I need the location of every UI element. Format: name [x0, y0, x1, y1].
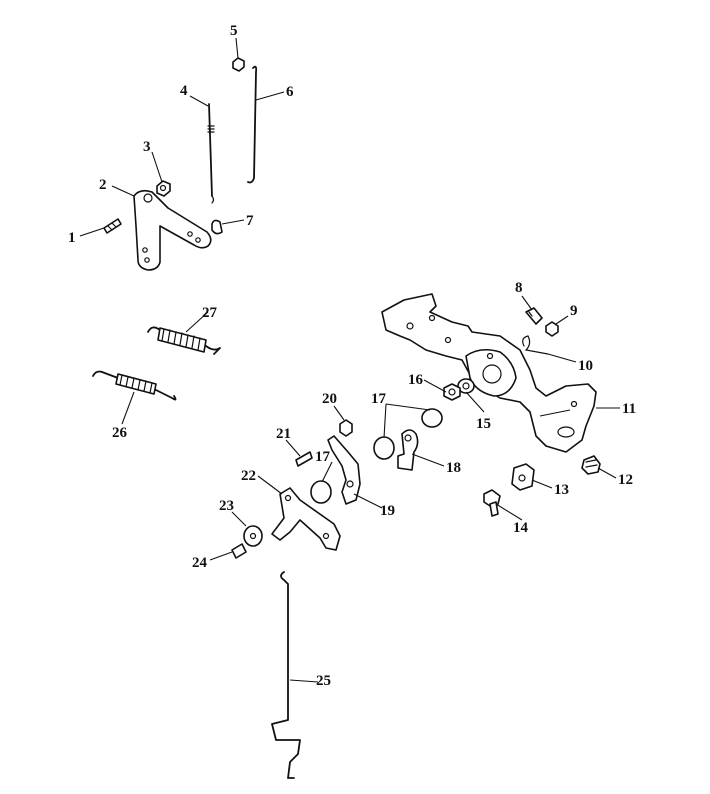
- part-12-screw: [581, 455, 601, 475]
- part-24-screw: [231, 543, 247, 559]
- callout-20: 20: [322, 391, 337, 407]
- part-3-nut: [156, 180, 171, 197]
- callout-7: 7: [246, 213, 254, 229]
- callout-18: 18: [446, 460, 461, 476]
- callout-25: 25: [316, 673, 331, 689]
- callout-3: 3: [143, 139, 151, 155]
- part-20-nut: [339, 419, 353, 437]
- callout-21: 21: [276, 426, 291, 442]
- callout-15: 15: [476, 416, 491, 432]
- callout-12: 12: [618, 472, 633, 488]
- callout-17a: 17: [371, 391, 387, 407]
- part-19-lever-arm: [327, 435, 361, 505]
- part-21-screw: [295, 451, 313, 467]
- part-18-lever: [397, 429, 419, 471]
- part-17-washer-c: [310, 480, 332, 504]
- callout-23: 23: [219, 498, 234, 514]
- part-10-spring: [522, 335, 549, 355]
- callout-2: 2: [99, 177, 107, 193]
- callout-6: 6: [286, 84, 294, 100]
- callout-26: 26: [112, 425, 128, 441]
- part-11-mounting-bracket: [381, 293, 597, 453]
- callout-11: 11: [622, 401, 636, 417]
- callout-22: 22: [241, 468, 256, 484]
- part-22-throttle-lever: [271, 487, 341, 551]
- part-26-spring: [92, 370, 177, 401]
- part-2-control-bracket: [133, 189, 212, 271]
- callout-labels: 1 2 3 4 5 6 7 8 9 10 11 12 13 14 15 16 1…: [68, 23, 636, 689]
- callout-1: 1: [68, 230, 76, 246]
- part-27-spring: [147, 326, 221, 355]
- callout-13: 13: [554, 482, 569, 498]
- callout-8: 8: [515, 280, 523, 296]
- leader-lines: [79, 37, 620, 683]
- callout-5: 5: [230, 23, 238, 39]
- part-17-washer-a: [421, 408, 443, 428]
- part-25-governor-rod: [271, 571, 301, 779]
- part-5-nut: [232, 57, 245, 72]
- callout-9: 9: [570, 303, 578, 319]
- part-9-nut: [545, 321, 559, 337]
- callout-10: 10: [578, 358, 593, 374]
- part-6-rod: [247, 65, 258, 184]
- callout-16: 16: [408, 372, 424, 388]
- callout-19: 19: [380, 503, 395, 519]
- part-14-bolt: [483, 489, 501, 517]
- part-1-screw: [103, 218, 122, 234]
- part-4-link-rod: [207, 103, 215, 204]
- part-15-washer: [457, 378, 475, 394]
- callout-14: 14: [513, 520, 529, 536]
- part-23-washer: [243, 525, 263, 547]
- callout-27: 27: [202, 305, 218, 321]
- part-8-screw: [525, 307, 543, 325]
- callout-24: 24: [192, 555, 208, 571]
- part-16-nut: [443, 383, 461, 401]
- callout-17b: 17: [315, 449, 331, 465]
- part-7-clip: [211, 219, 223, 235]
- part-17-washer-b: [373, 436, 395, 460]
- callout-4: 4: [180, 83, 188, 99]
- part-13-clip-nut: [511, 463, 535, 491]
